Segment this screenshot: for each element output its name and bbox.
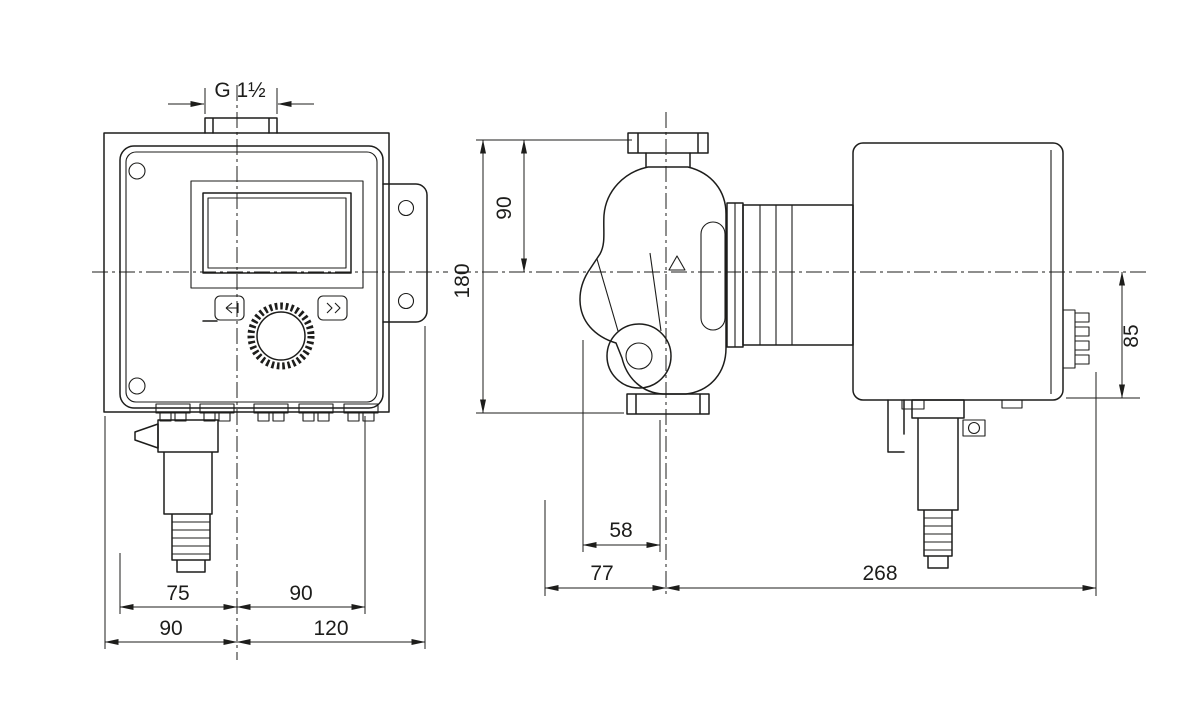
thread-extension-lines [204,88,278,114]
dim-width-268: 268 [665,372,1097,596]
gland-lever-wedge [134,423,159,449]
union-nut-top [627,132,709,154]
corner-screw-bottom-left [128,377,146,395]
cable-gland-front [157,419,219,573]
dim-label-90a: 90 [289,582,312,605]
dim-label-180: 180 [451,263,474,298]
dim-height-90: 90 [493,139,527,273]
dim-height-180: 180 [451,139,632,414]
dim-height-85: 85 [1066,271,1143,399]
display-screen [202,192,352,274]
row2-extension-lines [104,326,426,649]
context-menu-icon [326,302,341,314]
rotary-knob[interactable] [256,311,306,361]
volute-outline [579,166,727,395]
dim-label-thread: G 1½ [214,79,265,102]
dim58-extension-lines [582,340,661,552]
housing-side-detail [700,221,726,331]
display-screen-inner [207,197,347,269]
display-bezel [190,180,364,289]
dim-label-77: 77 [590,562,613,585]
clamp-screw [967,421,981,435]
dim-label-58: 58 [609,519,632,542]
dim-label-85: 85 [1120,324,1143,347]
pipe-neck [645,152,691,168]
mounting-tab [382,183,428,323]
side-view: 180 90 85 58 77 268 [451,112,1148,596]
module-feet [901,400,1023,410]
tab-hole-bottom [397,292,415,310]
dim-front-row1: 75 90 [119,416,366,614]
dim-width-58: 58 [582,340,661,552]
housing-boss-bore [625,342,653,370]
dim-label-75: 75 [166,582,189,605]
module-face-inner-edge [125,151,378,403]
flow-direction-arrow [668,255,686,271]
dim-label-268: 268 [862,562,897,585]
motor-ribs [759,205,793,345]
module-face-outline [119,145,384,409]
union-nut-bottom [626,393,710,415]
knob-knurled-edge [247,302,315,370]
terminal-block [1063,309,1090,369]
gland-thread-hatch [172,521,210,555]
gland-thread-hatch-side [924,517,952,551]
dim-pipe-thread: G 1½ [168,79,314,114]
height-extension-lines [476,139,632,414]
dim-label-90b: 90 [159,617,182,640]
backplate-outline [103,132,390,413]
terminal-plugs [155,403,379,422]
angled-housing-lines [596,252,662,332]
dim-label-120: 120 [313,617,348,640]
dim-label-90: 90 [493,196,516,219]
mounting-bracket [887,399,905,453]
tab-hole-top [397,199,415,217]
corner-screw-top-left [128,162,146,180]
front-view: G 1½ 75 90 90 120 [92,79,448,660]
row1-extension-lines [119,416,366,614]
pipe-stub [204,117,278,134]
cable-gland-side [911,399,965,569]
gland-clamp [962,419,986,437]
dim-width-77: 77 [544,500,667,596]
housing-boss-outer [606,323,672,389]
context-menu-button[interactable] [317,295,348,321]
dim-front-row2: 90 120 [104,326,426,649]
back-button-icon [225,302,239,314]
back-button[interactable] [214,295,245,321]
